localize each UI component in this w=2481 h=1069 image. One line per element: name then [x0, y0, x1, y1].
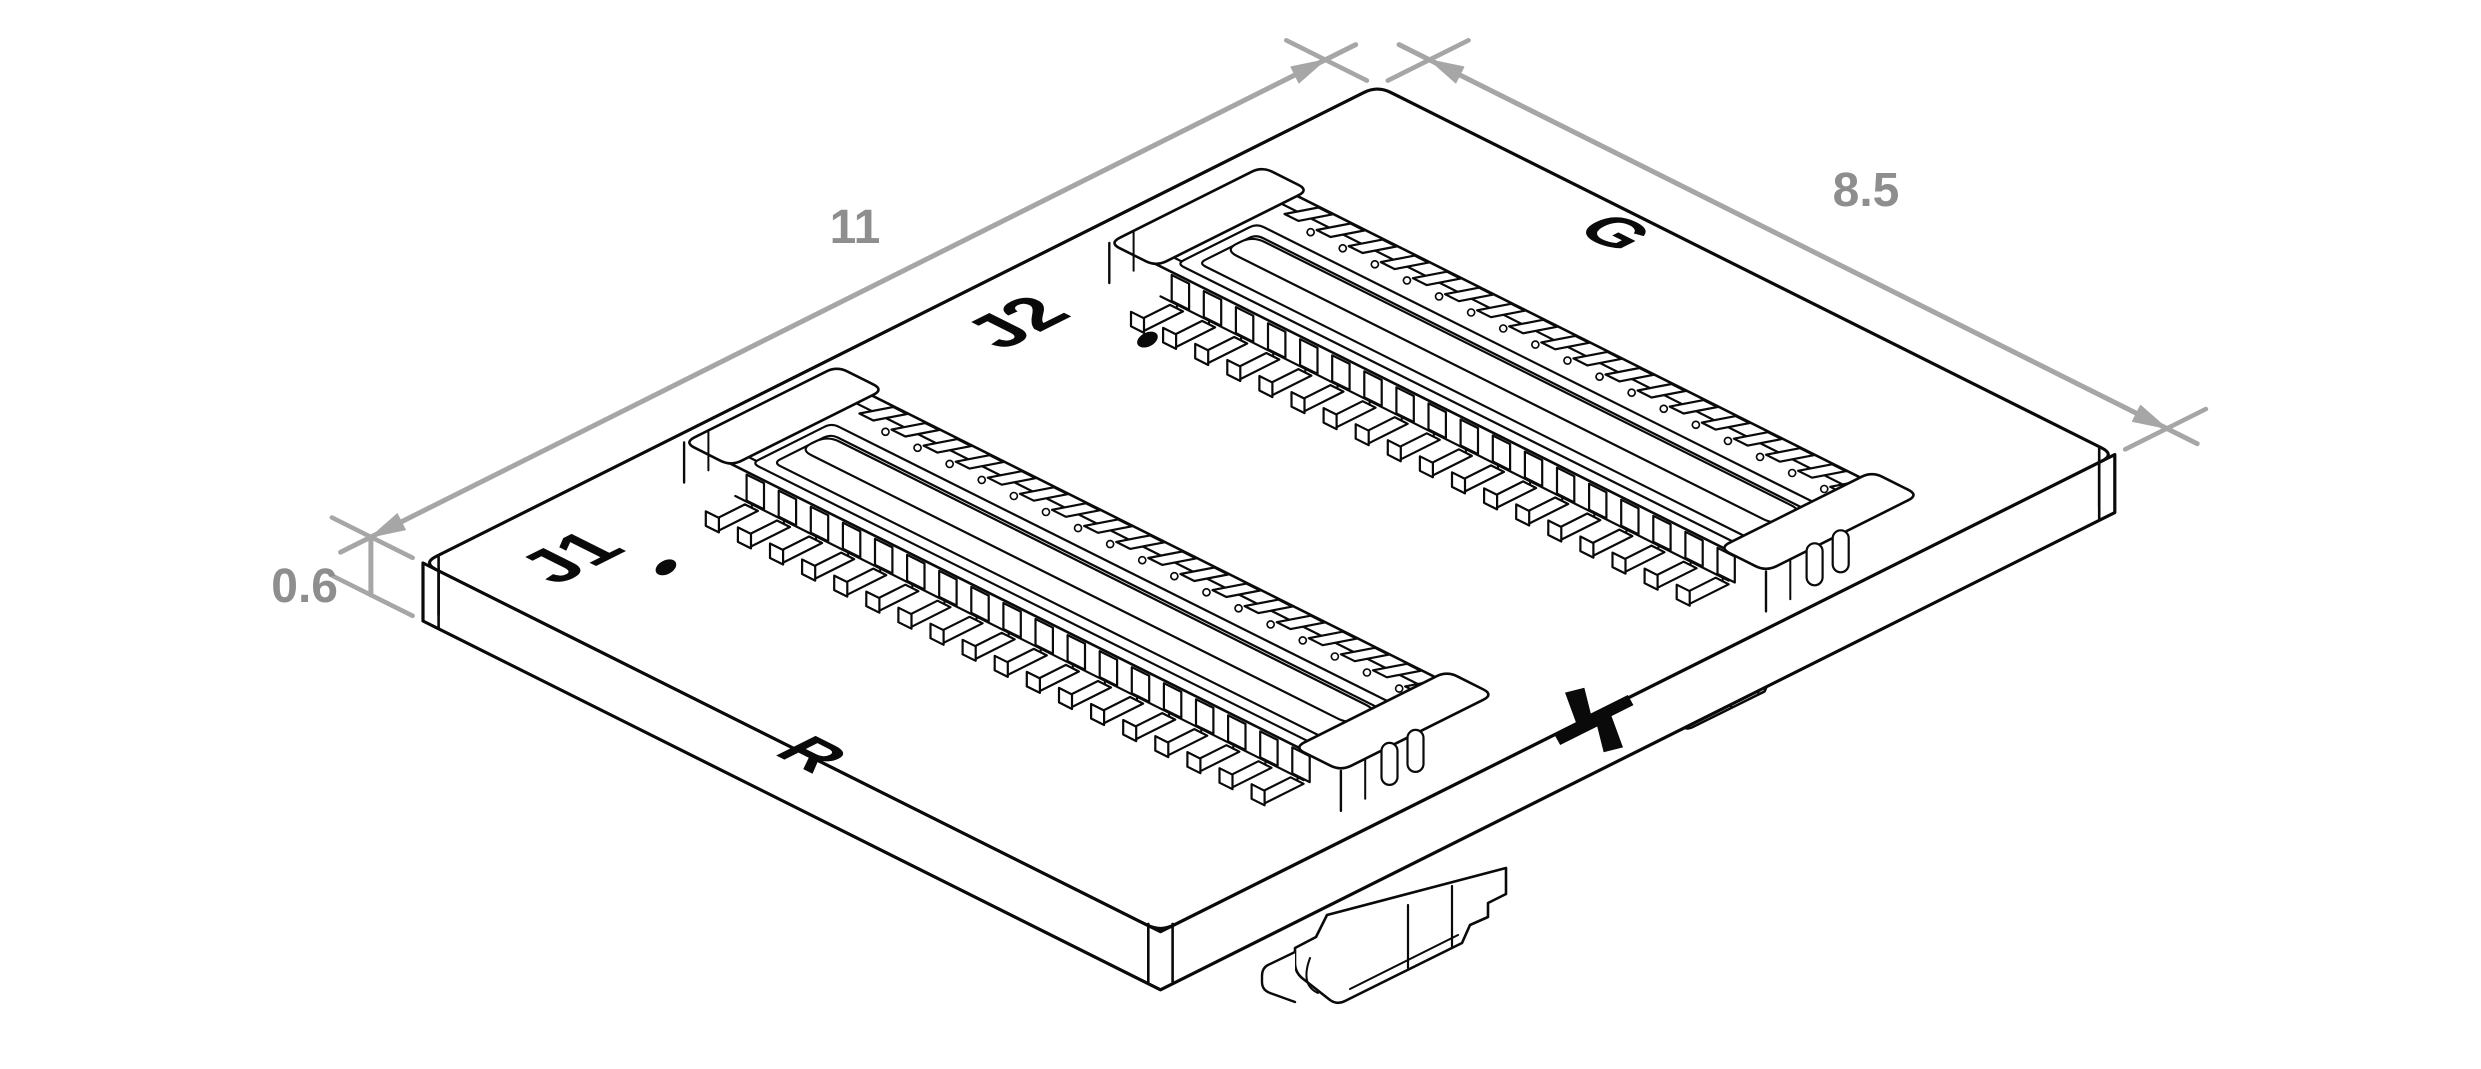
dim-width-label: 8.5: [1833, 164, 1900, 217]
pin1-dot: [1137, 331, 1158, 348]
x-logo: [1554, 687, 1634, 753]
underside-end-a: [1260, 866, 1508, 1005]
connector-j1: [682, 367, 1490, 813]
pin1-dot: [655, 559, 677, 576]
connector-j2: [1108, 167, 1915, 613]
dim-length-label: 11: [830, 201, 881, 254]
silkscreen-artwork: [655, 331, 1634, 753]
dimension-annotations: [329, 38, 2209, 619]
pcb-board: [421, 87, 2117, 992]
dim-thickness-label: 0.6: [271, 560, 338, 613]
